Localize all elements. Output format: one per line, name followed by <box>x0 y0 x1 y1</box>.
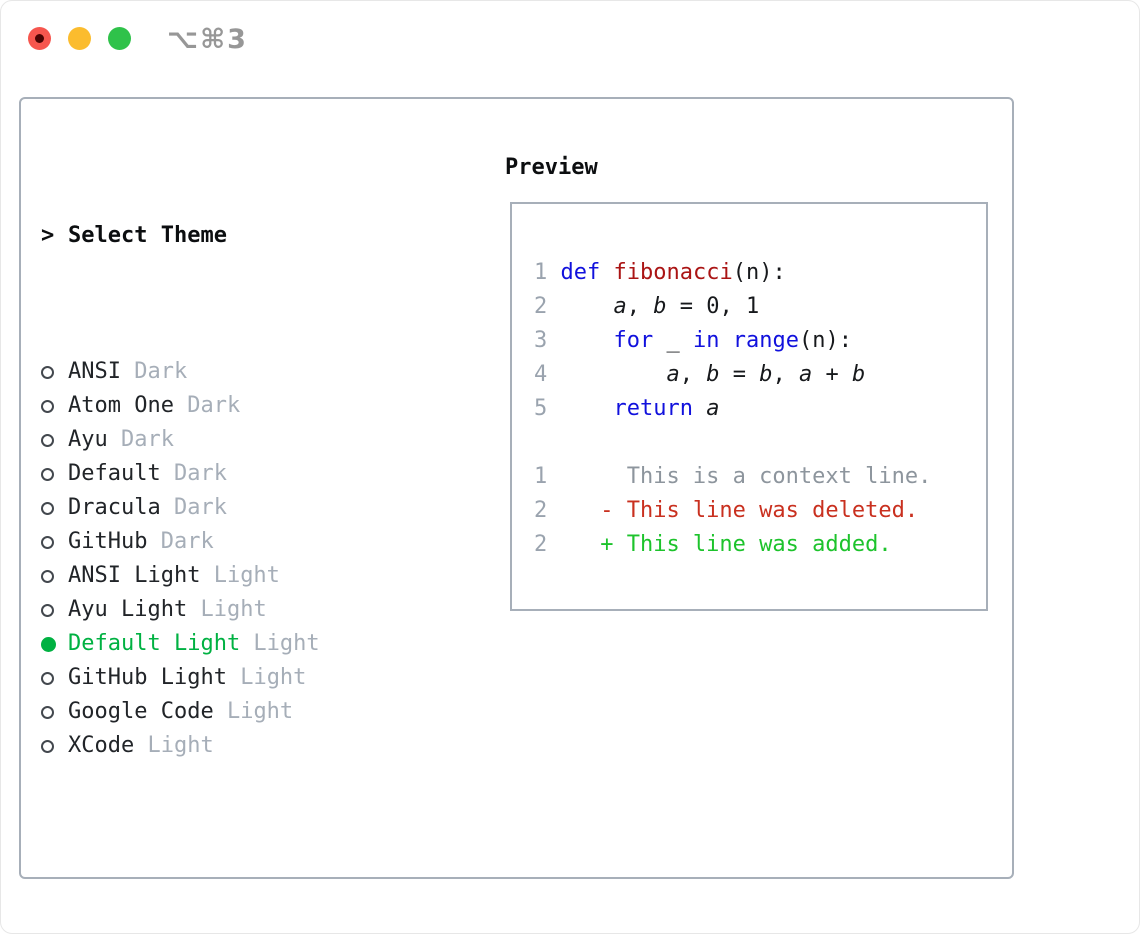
theme-item-default[interactable]: Default Dark <box>41 457 501 491</box>
item-label: Default Light <box>68 631 241 656</box>
item-variant-tag: Dark <box>147 529 214 554</box>
preview-header: Preview <box>505 155 598 180</box>
diff-line-added: 2 + This line was added. <box>534 532 892 557</box>
item-variant-tag: Light <box>187 597 267 622</box>
select-theme-header: Select Theme <box>68 223 227 248</box>
radio-icon[interactable] <box>41 671 54 685</box>
item-variant-tag: Dark <box>120 359 188 384</box>
item-variant-tag: Dark <box>173 393 241 418</box>
radio-icon[interactable] <box>41 365 54 379</box>
item-label: ANSI Light <box>68 563 201 588</box>
theme-item-atom-one[interactable]: Atom One Dark <box>41 389 501 423</box>
radio-icon[interactable] <box>41 569 54 583</box>
item-label: GitHub Light <box>68 665 227 690</box>
item-label: Google Code <box>68 699 214 724</box>
item-label: Ayu Light <box>68 597 188 622</box>
zoom-button-icon[interactable] <box>108 27 131 50</box>
cursor-icon: > <box>41 223 55 248</box>
diff-line-deleted: 2 - This line was deleted. <box>534 498 919 523</box>
minimize-button-icon[interactable] <box>68 27 91 50</box>
code-line: 5 return a <box>534 396 720 421</box>
theme-item-ansi[interactable]: ANSI Dark <box>41 355 501 389</box>
radio-icon[interactable] <box>41 603 54 617</box>
theme-item-dracula[interactable]: Dracula Dark <box>41 491 501 525</box>
code-line: 2 a, b = 0, 1 <box>534 294 760 319</box>
theme-item-google-code[interactable]: Google Code Light <box>41 695 501 729</box>
item-variant-tag: Light <box>226 665 307 690</box>
item-label: ANSI <box>68 359 121 384</box>
item-label: Dracula <box>68 495 161 520</box>
radio-icon[interactable] <box>41 501 54 515</box>
item-variant-tag: Light <box>200 563 280 588</box>
theme-list: ANSI Dark Atom One Dark Ayu Dark Default… <box>41 355 501 763</box>
theme-list-column: > Select Theme ANSI Dark Atom One Dark A… <box>41 151 501 933</box>
theme-item-ayu[interactable]: Ayu Dark <box>41 423 501 457</box>
item-variant-tag: Light <box>213 699 294 724</box>
select-theme-header-row: > Select Theme <box>41 219 501 253</box>
item-label: Atom One <box>68 393 174 418</box>
item-variant-tag: Dark <box>160 495 227 520</box>
line-number: 1 <box>534 464 548 489</box>
code-line: 4 a, b = b, a + b <box>534 362 866 387</box>
radio-icon[interactable] <box>41 433 54 447</box>
radio-icon[interactable] <box>41 399 54 413</box>
window-title: ⌥⌘3 <box>167 24 248 55</box>
blank-line <box>534 426 986 460</box>
item-variant-tag: Light <box>240 631 320 656</box>
radio-icon[interactable] <box>41 705 54 719</box>
item-variant-tag: Dark <box>160 461 227 486</box>
theme-item-github-light[interactable]: GitHub Light Light <box>41 661 501 695</box>
item-label: Default <box>68 461 161 486</box>
theme-item-default-light[interactable]: Default Light Light <box>41 627 501 661</box>
radio-icon[interactable] <box>41 535 54 549</box>
item-label: XCode <box>68 733 135 758</box>
line-number: 2 <box>534 498 548 523</box>
line-number: 2 <box>534 294 548 319</box>
radio-icon[interactable] <box>41 636 56 652</box>
line-number: 5 <box>534 396 548 421</box>
theme-picker-panel: > Select Theme ANSI Dark Atom One Dark A… <box>19 97 1014 879</box>
theme-item-github[interactable]: GitHub Dark <box>41 525 501 559</box>
item-variant-tag: Light <box>134 733 214 758</box>
line-number: 4 <box>534 362 548 387</box>
theme-item-ayu-light[interactable]: Ayu Light Light <box>41 593 501 627</box>
radio-icon[interactable] <box>41 739 54 753</box>
code-line: 3 for _ in range(n): <box>534 328 852 353</box>
item-label: Ayu <box>68 427 108 452</box>
titlebar: ⌥⌘3 <box>1 1 1139 97</box>
item-label: GitHub <box>68 529 148 554</box>
close-button-icon[interactable] <box>28 27 51 50</box>
line-number: 3 <box>534 328 548 353</box>
item-variant-tag: Dark <box>107 427 174 452</box>
theme-item-ansi-light[interactable]: ANSI Light Light <box>41 559 501 593</box>
spacer <box>41 865 501 899</box>
radio-icon[interactable] <box>41 467 54 481</box>
line-number: 1 <box>534 260 548 285</box>
traffic-lights <box>28 27 131 50</box>
line-number: 2 <box>534 532 548 557</box>
theme-item-xcode[interactable]: XCode Light <box>41 729 501 763</box>
diff-line-context: 1 This is a context line. <box>534 464 932 489</box>
